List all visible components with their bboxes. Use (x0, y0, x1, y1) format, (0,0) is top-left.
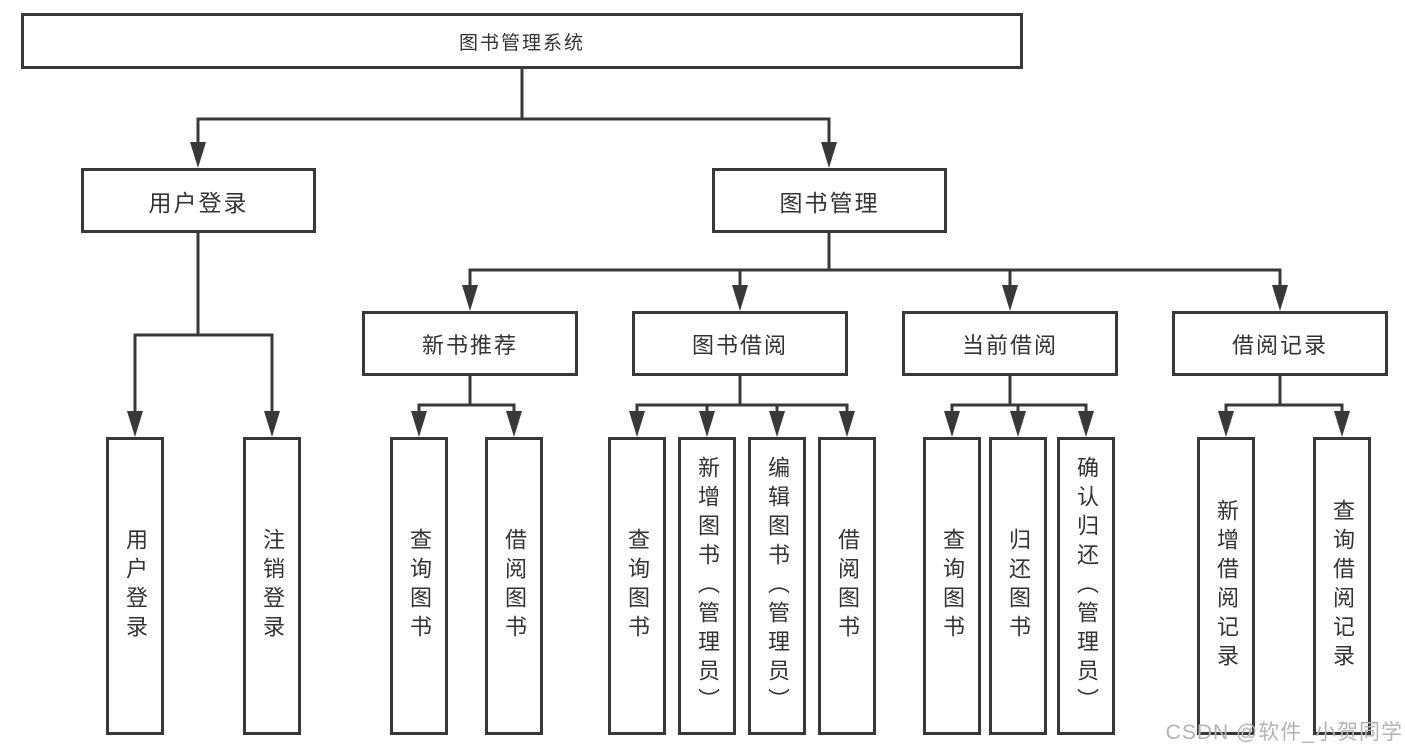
arrowheads (127, 142, 1350, 437)
leaf-recommend-query-book: 查询图书 (390, 437, 448, 735)
leaf-current-query-book: 查询图书 (923, 437, 981, 735)
leaf-logout: 注销登录 (243, 437, 301, 735)
node-library-management-system: 图书管理系统 (21, 13, 1023, 69)
node-new-book-recommend: 新书推荐 (362, 311, 578, 376)
node-borrow-records: 借阅记录 (1172, 311, 1388, 376)
leaf-borrow-edit-book-admin: 编辑图书（管理员） (748, 437, 806, 735)
leaf-user-login: 用户登录 (106, 437, 164, 735)
node-book-management: 图书管理 (712, 168, 947, 233)
leaf-records-query-record: 查询借阅记录 (1313, 437, 1371, 735)
leaf-records-add-record: 新增借阅记录 (1197, 437, 1255, 735)
leaf-borrow-borrow-book: 借阅图书 (818, 437, 876, 735)
leaf-borrow-query-book: 查询图书 (608, 437, 666, 735)
leaf-borrow-add-book-admin: 新增图书（管理员） (678, 437, 736, 735)
leaf-recommend-borrow-book: 借阅图书 (485, 437, 543, 735)
leaf-current-return-book: 归还图书 (989, 437, 1047, 735)
csdn-watermark: CSDN @软件_小贺同学 (1165, 721, 1403, 744)
node-book-borrow: 图书借阅 (632, 311, 848, 376)
leaf-current-confirm-return-admin: 确认归还（管理员） (1057, 437, 1115, 735)
node-user-login: 用户登录 (81, 168, 316, 233)
node-current-borrow: 当前借阅 (902, 311, 1118, 376)
